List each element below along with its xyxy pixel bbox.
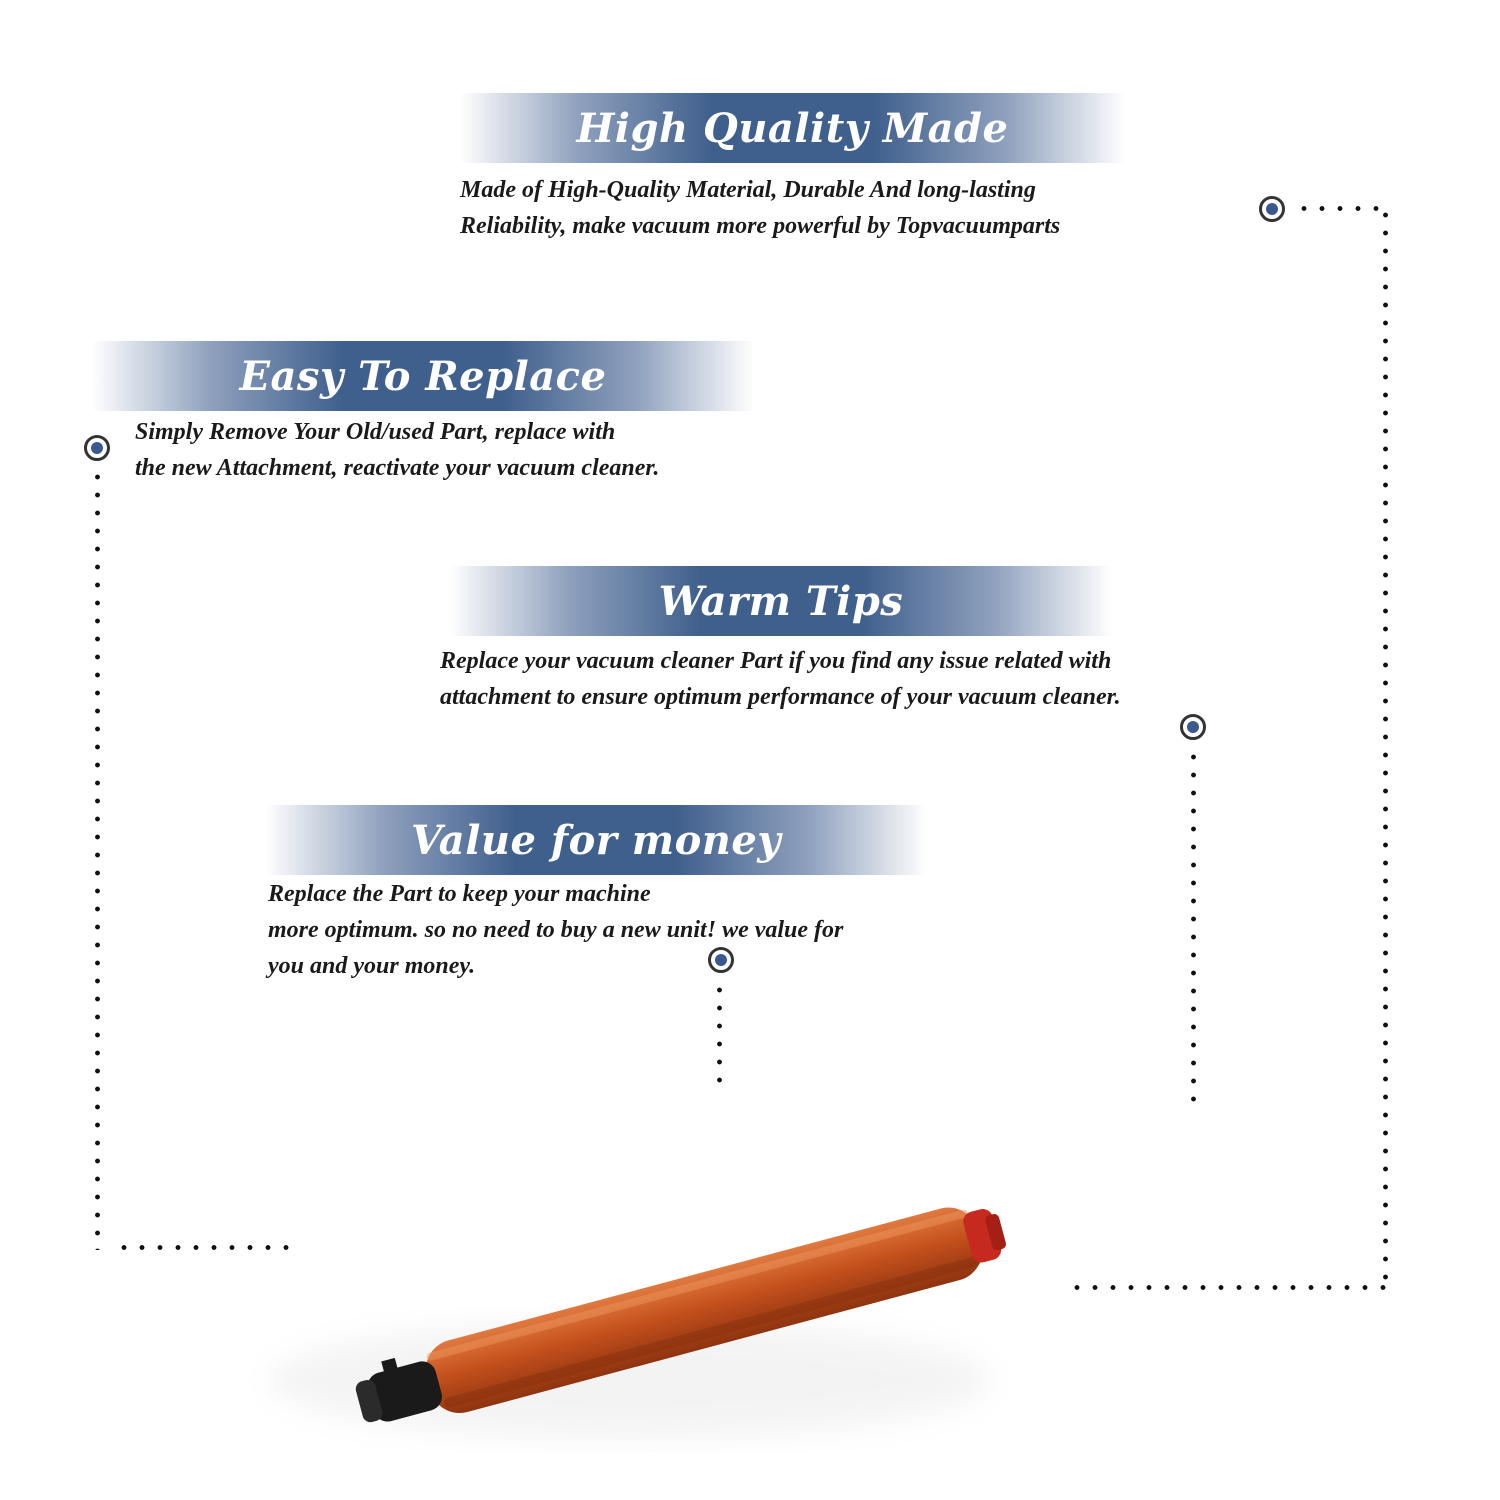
dotted-connector [1383, 206, 1388, 1291]
dotted-connector [1295, 206, 1385, 211]
target-marker-icon [1259, 196, 1285, 222]
dotted-connector [115, 1245, 297, 1250]
description-line: the new Attachment, reactivate your vacu… [135, 455, 660, 481]
feature-title: Value for money [410, 816, 782, 864]
description-line: Made of High-Quality Material, Durable A… [460, 177, 1036, 203]
feature-title: Easy To Replace [239, 352, 607, 400]
description-line: Replace the Part to keep your machine [268, 881, 651, 907]
feature-description: Made of High-Quality Material, Durable A… [460, 172, 1060, 244]
description-line: Reliability, make vacuum more powerful b… [460, 213, 1061, 239]
description-line: Replace your vacuum cleaner Part if you … [440, 648, 1112, 674]
vacuum-roller-icon [270, 1207, 1006, 1440]
target-marker-icon [1180, 714, 1206, 740]
feature-banner-easy-replace: Easy To Replace [92, 341, 754, 411]
feature-title: High Quality Made [576, 104, 1009, 152]
dotted-connector [717, 981, 722, 1093]
feature-description: Simply Remove Your Old/used Part, replac… [135, 414, 659, 486]
feature-banner-warm-tips: Warm Tips [450, 566, 1112, 636]
feature-banner-high-quality: High Quality Made [460, 93, 1125, 163]
description-line: you and your money. [268, 953, 476, 979]
feature-description: Replace your vacuum cleaner Part if you … [440, 643, 1121, 715]
target-marker-icon [84, 435, 110, 461]
feature-description: Replace the Part to keep your machine mo… [268, 876, 843, 984]
feature-title: Warm Tips [658, 577, 904, 625]
description-line: attachment to ensure optimum performance… [440, 684, 1121, 710]
dotted-connector [1191, 748, 1196, 1108]
description-line: more optimum. so no need to buy a new un… [268, 917, 844, 943]
description-line: Simply Remove Your Old/used Part, replac… [135, 419, 616, 445]
dotted-connector [1068, 1285, 1388, 1290]
dotted-connector [95, 468, 100, 1250]
feature-banner-value: Value for money [265, 805, 927, 875]
target-marker-icon [708, 947, 734, 973]
